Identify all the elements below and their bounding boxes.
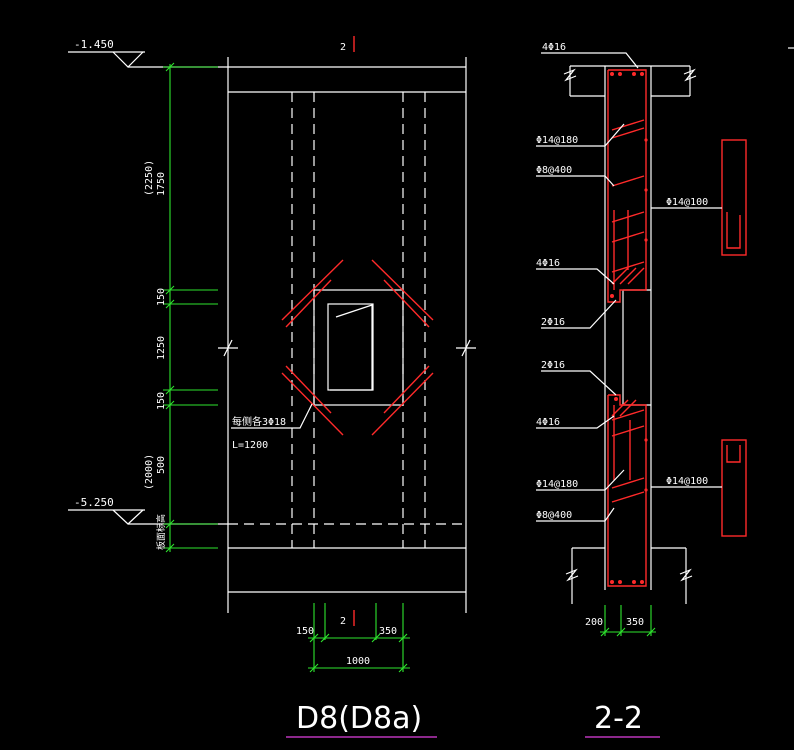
dim-slab-note: 板面标高: [155, 514, 167, 550]
dim-200-sec: 200: [585, 617, 603, 628]
dim-lower: 500: [156, 456, 167, 474]
dim-1000-h: 1000: [346, 656, 370, 667]
opening-note-line1: 每侧各3Φ18: [232, 415, 286, 428]
label-stirrup-upper: Φ14@180: [536, 135, 578, 146]
section-title-text: 2-2: [594, 701, 643, 736]
horizontal-dimension-chain: 150 350 1000: [296, 603, 410, 673]
elevation-top-label: -1.450: [74, 38, 114, 51]
dim-350-h: 350: [379, 626, 397, 637]
label-opening-bottom: 2Φ16: [541, 360, 565, 371]
opening-note-line2: L=1200: [232, 440, 268, 451]
section-title: 2-2: [585, 701, 660, 738]
label-side-lower: Φ14@100: [666, 476, 708, 487]
label-opening-top: 2Φ16: [541, 317, 565, 328]
label-side-upper: Φ14@100: [666, 197, 708, 208]
plan-title-text: D8(D8a): [296, 701, 422, 736]
label-bars-below-opening: 4Φ16: [536, 417, 560, 428]
top-slab: [563, 65, 697, 97]
wall-opening: [313, 289, 404, 406]
vertical-dimension-chain: (2250) 1750 150 1250 150 (2000) 500 板面标高: [144, 62, 218, 553]
section-cut-bottom: 2: [340, 610, 355, 627]
label-tie-upper: Φ8@400: [536, 165, 572, 176]
section-cut-top: 2: [340, 36, 355, 53]
dim-upper-alt: (2250): [144, 160, 155, 196]
dim-upper: 1750: [156, 172, 167, 196]
dim-150-h: 150: [296, 626, 314, 637]
dim-lower-alt: (2000): [144, 454, 155, 490]
section-dimension-chain: 200 350: [585, 605, 656, 637]
elevation-bottom-label: -5.250: [74, 496, 114, 509]
hook-detail-lower: Φ14@100: [651, 439, 747, 537]
wall-section-outline: [604, 66, 652, 590]
hook-detail-upper: Φ14@100: [651, 139, 747, 256]
rebar-leaders: 4Φ16 Φ14@180 Φ8@400 4Φ16 2Φ16 2Φ16 4Φ16 …: [536, 42, 639, 522]
section-mark-top: 2: [340, 42, 346, 53]
label-top-bars: 4Φ16: [542, 42, 566, 53]
section-mark-bottom: 2: [340, 616, 346, 627]
dim-opening: 1250: [156, 336, 167, 360]
elevation-mark-bottom: -5.250: [68, 496, 228, 525]
label-stirrup-lower: Φ14@180: [536, 479, 578, 490]
wall-outline: [218, 57, 476, 613]
dim-150-top: 150: [156, 288, 167, 306]
label-bars-above-opening: 4Φ16: [536, 258, 560, 269]
bottom-slab: [565, 547, 693, 604]
rebar-cage: [607, 69, 648, 587]
elevation-mark-top: -1.450: [68, 38, 228, 68]
opening-diagonal-bars: [281, 259, 434, 436]
plan-title: D8(D8a): [286, 701, 437, 738]
section-view: Φ14@100 Φ14@100 4Φ16 Φ14@180 Φ8@400 4Φ16…: [536, 42, 747, 738]
elevation-view: -1.450 -5.250: [68, 36, 476, 738]
hidden-columns: [228, 92, 466, 548]
dim-150-bottom: 150: [156, 392, 167, 410]
opening-note: 每侧各3Φ18 L=1200: [231, 403, 313, 451]
label-tie-lower: Φ8@400: [536, 510, 572, 521]
dim-350-sec: 350: [626, 617, 644, 628]
